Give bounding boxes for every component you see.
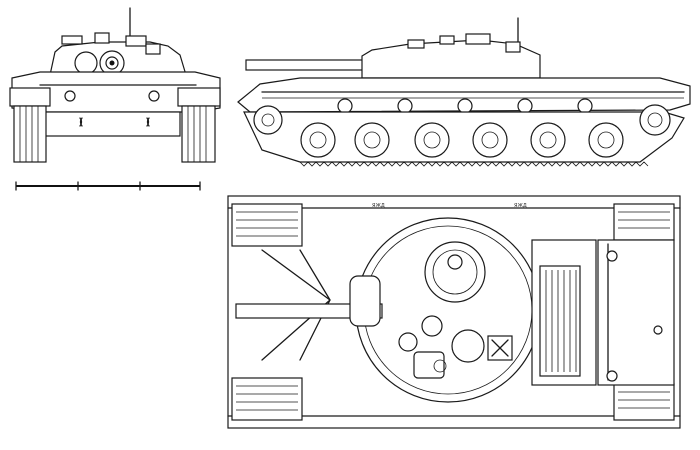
front-commander-hatch [61,35,83,45]
side-sight-block [407,39,425,49]
front-track-right [181,105,216,163]
side-road-wheels [300,122,624,158]
top-fuel-cap-lower [606,370,618,382]
side-return-rollers [337,98,593,114]
side-cupola [465,33,491,45]
side-idler-wheel [253,105,283,135]
top-cupola-periscope [447,254,463,270]
top-stowage-rear-lower [613,383,675,421]
top-optics-housing [413,351,445,379]
top-commander-cupola [424,241,486,303]
top-stowage-rear-upper [613,203,675,241]
scale-bar [15,181,201,191]
side-drive-sprocket [639,104,671,136]
front-glacis-lower [44,111,181,137]
top-loader-hatch [451,329,485,363]
top-sight-port [421,315,443,337]
side-track-teeth [299,161,649,167]
front-track-left [13,105,47,163]
top-rear-light [653,325,663,335]
top-hull-mark-front: ЯЖД [372,203,385,209]
top-radiator-grille [539,265,581,377]
side-periscope [505,41,521,53]
front-periscope [145,43,161,55]
front-tow-hook-left [79,117,83,127]
front-loader-hatch [125,35,147,47]
front-view [9,7,221,163]
side-cupola-front [439,35,455,45]
top-stowage-front-upper [231,203,303,247]
front-fender-left [9,87,51,107]
top-periscope-left [398,332,418,352]
front-tow-hook-right [146,117,150,127]
side-gun-barrel [245,59,365,71]
front-headlight-right [148,90,160,102]
side-view [237,17,691,167]
front-sight-port [74,51,98,75]
front-fender-right [177,87,221,107]
front-sight-block [94,32,110,44]
top-hull-mark-rear: ЯЖД [514,203,527,209]
front-bore [109,60,115,66]
top-view: ЯЖД ЯЖД [227,195,681,429]
top-stowage-front-lower [231,377,303,421]
top-glacis-inner [299,249,331,361]
top-gun-mantlet [349,275,381,327]
top-fuel-cap-upper [606,250,618,262]
top-rear-deck [597,239,675,386]
top-gun-barrel [235,303,383,319]
front-headlight-left [64,90,76,102]
